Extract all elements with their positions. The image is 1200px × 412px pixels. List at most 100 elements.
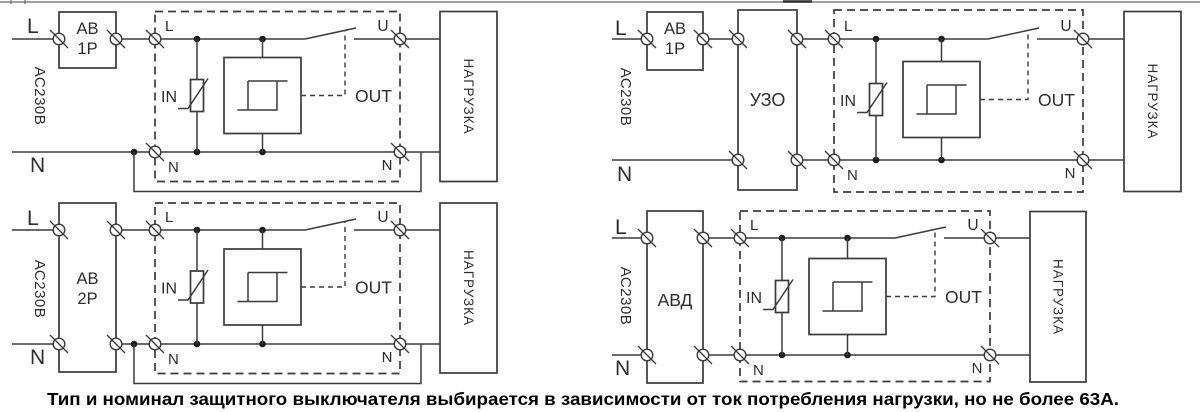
rcbo-output-wires — [703, 237, 740, 356]
out-linkage — [980, 30, 1029, 101]
rcd-box — [737, 9, 798, 191]
rcbo-label: АВД — [658, 290, 693, 310]
out-linkage — [301, 221, 346, 288]
device-l-terminal-label: L — [165, 209, 173, 226]
terminal-icons — [637, 29, 1093, 170]
load-box — [439, 10, 498, 183]
breaker-label-1: АВ — [76, 270, 98, 288]
breaker-label-2: 2Р — [77, 290, 97, 308]
terminal-icons — [637, 228, 1000, 365]
hysteresis-icon — [237, 80, 288, 111]
out-label: OUT — [355, 278, 392, 298]
neutral-label: N — [30, 154, 45, 177]
u-terminal-label: U — [967, 217, 978, 234]
load-wires — [1083, 38, 1124, 161]
neutral-bypass — [133, 344, 422, 385]
phase-label: L — [615, 17, 627, 40]
varistor-diagonal — [178, 78, 209, 110]
load-box — [439, 202, 498, 374]
device-outline — [154, 202, 401, 375]
load-wires — [990, 237, 1030, 356]
device-n-terminal-label: N — [168, 351, 179, 368]
load-label: НАГРУЗКА — [1051, 259, 1066, 335]
device-l-terminal-label: L — [165, 18, 173, 35]
out-label: OUT — [945, 287, 982, 307]
load-label: НАГРУЗКА — [1145, 63, 1160, 139]
source-voltage-label: АС230В — [617, 68, 634, 127]
relay-box — [902, 60, 981, 139]
load-wires — [400, 229, 440, 345]
terminal-icons — [49, 29, 410, 162]
neutral-label: N — [617, 163, 632, 186]
out-label: OUT — [355, 86, 392, 106]
u-terminal-label: U — [377, 209, 388, 226]
diagram-single-pole-breaker: L N АС230В АВ 1Р L N IN OUT U N — [12, 10, 498, 193]
varistor-icon — [189, 270, 205, 304]
source-voltage-label: АС230В — [31, 260, 48, 319]
rcd-output-wires — [797, 38, 834, 161]
varistor-icon — [774, 279, 790, 314]
neutral-label: N — [30, 346, 45, 369]
n-out-terminal-label: N — [972, 360, 983, 377]
device-n-terminal-label: N — [753, 362, 764, 379]
out-linkage — [301, 30, 346, 97]
load-box — [1123, 10, 1182, 193]
breaker-box — [58, 202, 117, 373]
device-outline — [154, 10, 401, 183]
out-linkage — [886, 229, 936, 298]
load-box — [1029, 210, 1087, 383]
n-out-terminal-label: N — [382, 349, 393, 366]
relay-box — [223, 248, 302, 326]
u-terminal-label: U — [377, 18, 388, 35]
in-label: IN — [746, 290, 762, 307]
in-label: IN — [161, 89, 177, 106]
load-wires — [400, 38, 440, 153]
diagram-breaker-with-rcd: L N АС230В АВ 1Р УЗО L N IN OUT U N — [612, 9, 1182, 193]
phase-label: L — [27, 207, 39, 230]
top-border — [0, 0, 1200, 4]
hysteresis-icon — [916, 84, 967, 115]
varistor-diagonal — [763, 279, 794, 311]
switch-contact-icon — [894, 226, 990, 239]
neutral-label: N — [615, 357, 630, 380]
phase-label: L — [615, 216, 627, 239]
breaker-label-1: АВ — [664, 20, 686, 38]
switch-contact-icon — [304, 218, 400, 231]
device-l-terminal-label: L — [844, 18, 852, 35]
varistor-diagonal — [178, 269, 209, 301]
rcbo-box — [646, 210, 704, 384]
hysteresis-icon — [237, 271, 288, 303]
neutral-bypass — [133, 152, 422, 193]
source-voltage-label: АС230В — [31, 67, 48, 126]
figure-caption: Тип и номинал защитного выключателя выби… — [47, 389, 1119, 409]
device-l-terminal-label: L — [750, 217, 758, 234]
in-label: IN — [161, 281, 177, 298]
switch-contact-icon — [987, 27, 1083, 40]
diagram-two-pole-breaker: L N АС230В АВ 2Р L N IN OUT U N НАГР — [12, 202, 498, 385]
in-label: IN — [840, 93, 856, 110]
u-terminal-label: U — [1060, 18, 1071, 35]
varistor-diagonal — [857, 82, 888, 114]
device-outline — [739, 210, 991, 383]
phase-label: L — [27, 15, 39, 38]
rcd-label: УЗО — [750, 90, 786, 110]
n-out-terminal-label: N — [382, 157, 393, 174]
device-n-terminal-label: N — [168, 159, 179, 176]
relay-box — [808, 257, 887, 336]
switch-contact-icon — [304, 27, 400, 40]
breaker-label-1: АВ — [76, 20, 98, 38]
load-label: НАГРУЗКА — [461, 250, 476, 326]
n-out-terminal-label: N — [1065, 165, 1076, 182]
terminal-icons — [49, 220, 410, 354]
out-label: OUT — [1038, 90, 1075, 110]
relay-box — [223, 56, 302, 135]
device-n-terminal-label: N — [847, 167, 858, 184]
breaker-label-2: 1Р — [665, 40, 685, 58]
hysteresis-icon — [822, 281, 873, 312]
diagram-rcbo: L N АС230В АВД L N IN OUT U N НАГРУЗКА — [612, 210, 1087, 384]
varistor-icon — [189, 78, 205, 113]
device-outline — [833, 9, 1084, 193]
load-label: НАГРУЗКА — [461, 58, 476, 134]
